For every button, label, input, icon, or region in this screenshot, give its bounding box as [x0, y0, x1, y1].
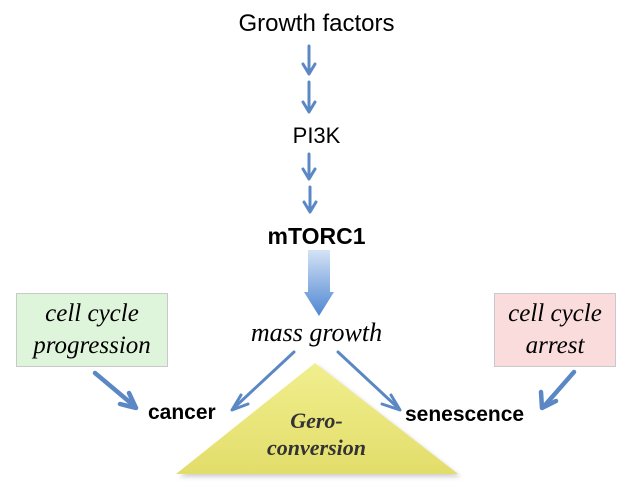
geroconversion-line2: conversion	[267, 435, 366, 460]
arrow-mass-growth-to-cancer	[230, 350, 296, 412]
geroconversion-triangle	[176, 363, 458, 474]
arrow-pi3k-1	[301, 152, 317, 181]
cell-cycle-progression-box: cell cycle progression	[16, 293, 168, 367]
cell-cycle-progression-line2: progression	[33, 332, 151, 359]
arrow-growth-factors-1	[301, 44, 317, 76]
arrow-pi3k-2	[302, 185, 318, 214]
arrow-mtorc1-to-mass-growth	[304, 250, 334, 316]
arrow-arrest-to-senescence	[538, 369, 577, 411]
arrow-progression-to-cancer	[92, 370, 139, 411]
cell-cycle-arrest-box: cell cycle arrest	[494, 293, 616, 367]
mass-growth-label: mass growth	[250, 318, 383, 347]
geroconversion-label: Gero- conversion	[0, 407, 633, 461]
cell-cycle-arrest-line2: arrest	[525, 332, 585, 359]
pi3k-label: PI3K	[292, 123, 341, 148]
arrow-mass-growth-to-senescence	[336, 350, 402, 412]
cell-cycle-progression-line1: cell cycle	[45, 300, 139, 327]
cell-cycle-arrest-line1: cell cycle	[508, 300, 602, 327]
geroconversion-line1: Gero-	[290, 408, 343, 433]
growth-factors-label: Growth factors	[238, 10, 395, 37]
cancer-label: cancer	[148, 401, 216, 424]
arrow-growth-factors-2	[301, 80, 317, 114]
senescence-label: senescence	[405, 403, 525, 426]
mtorc1-label: mTORC1	[267, 223, 366, 249]
